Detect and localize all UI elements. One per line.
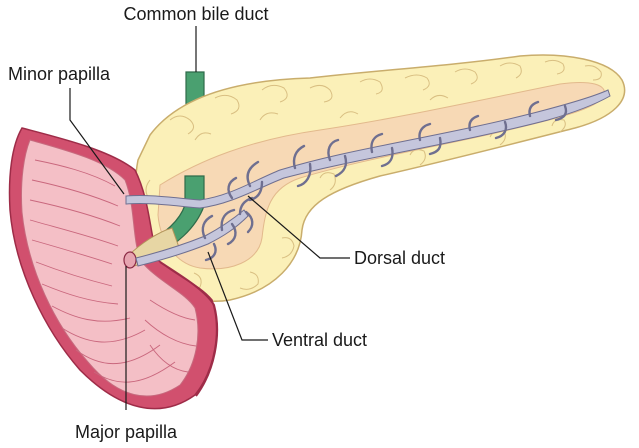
label-minor-papilla: Minor papilla	[8, 64, 111, 84]
label-dorsal-duct: Dorsal duct	[354, 248, 445, 268]
label-common-bile-duct: Common bile duct	[123, 4, 268, 24]
major-papilla-opening	[124, 252, 136, 268]
label-ventral-duct: Ventral duct	[272, 330, 367, 350]
label-major-papilla: Major papilla	[75, 422, 178, 442]
